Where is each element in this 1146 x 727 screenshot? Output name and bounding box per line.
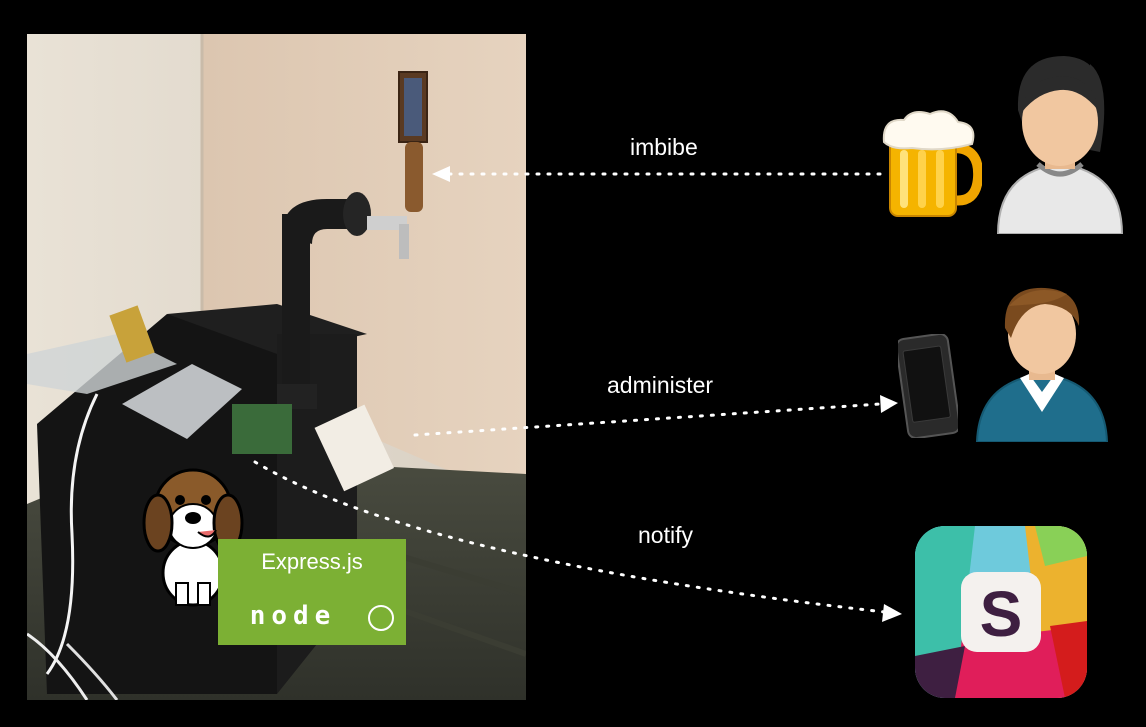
male-admin-icon [975, 287, 1109, 442]
tech-stack-badge: Express.js node [218, 539, 406, 645]
notify-arrow [253, 460, 902, 622]
notify-label: notify [638, 522, 693, 548]
beagle-mascot-icon [142, 468, 244, 607]
smartphone-icon [898, 334, 958, 438]
imbibe-label: imbibe [630, 134, 698, 160]
beer-mug-icon [882, 110, 982, 217]
female-user-icon [996, 56, 1124, 234]
node-logo: node [218, 599, 406, 633]
administer-label: administer [607, 372, 714, 398]
slack-logo-icon: S [915, 526, 1087, 698]
administer-arrow [413, 395, 898, 437]
imbibe-arrow [432, 166, 882, 182]
node-label: node [249, 601, 337, 631]
express-label: Express.js [261, 549, 363, 574]
svg-text:S: S [980, 578, 1023, 650]
js-hexagon-icon [368, 605, 394, 631]
